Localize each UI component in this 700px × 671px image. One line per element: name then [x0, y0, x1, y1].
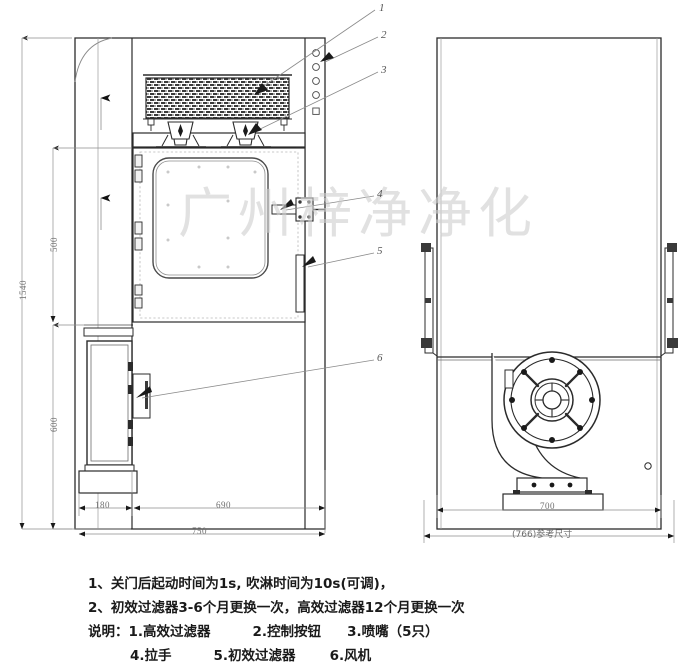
- callout-6: 6: [377, 352, 383, 364]
- dimension-side-depth: 700: [540, 501, 555, 511]
- callout-1: 1: [379, 2, 385, 14]
- legend-num-5: 5.: [213, 648, 229, 664]
- control-switch[interactable]: [312, 107, 320, 115]
- door-window: [152, 157, 269, 279]
- callout-3: 3: [381, 64, 387, 76]
- notes-block: 1、关门后起动时间为1s, 吹淋时间为10s(可调)， 2、初效过滤器3-6个月…: [0, 560, 700, 671]
- dimension-chamber-width: 690: [216, 500, 231, 510]
- legend-text-1: 高效过滤器: [143, 624, 211, 640]
- plenum-top: [132, 132, 306, 148]
- dimension-overall-height: 1540: [18, 280, 28, 300]
- front-elevation-view: [74, 37, 326, 530]
- legend-text-6: 风机: [344, 648, 372, 664]
- legend-text-4: 拉手: [144, 648, 172, 664]
- legend-text-5: 初效过滤器: [228, 648, 296, 664]
- legend-num-3: 3.: [347, 624, 362, 640]
- hepa-filter: [143, 74, 292, 131]
- control-button[interactable]: [312, 63, 320, 71]
- technical-drawing-svg: [19, 9, 678, 543]
- callout-2: 2: [381, 29, 387, 41]
- legend-row-1: 说明：1.高效过滤器 2.控制按钮 3.喷嘴（5只）: [88, 620, 439, 640]
- callout-4: 4: [377, 188, 383, 200]
- callout-5: 5: [377, 245, 383, 257]
- side-door-hinges: [421, 243, 678, 348]
- dimension-lines: [19, 35, 675, 543]
- filter-clips: [128, 362, 133, 446]
- note-line-2: 2、初效过滤器3-6个月更换一次，高效过滤器12个月更换一次: [88, 600, 465, 616]
- pre-filter-section: [78, 324, 151, 494]
- legend-text-2: 控制按钮: [267, 624, 322, 640]
- drawing-area: [19, 9, 678, 543]
- window-fasteners: [166, 165, 257, 269]
- legend-row-2: 4.拉手 5.初效过滤器 6.风机: [130, 644, 371, 664]
- nozzle: [221, 121, 271, 148]
- nozzle-group: [146, 121, 296, 149]
- legend-num-4: 4.: [130, 648, 145, 664]
- dimension-side-reference: (766)参考尺寸: [512, 530, 573, 540]
- control-panel[interactable]: [312, 49, 320, 115]
- dimension-upper-section: 500: [49, 237, 59, 252]
- nozzle: [156, 121, 206, 148]
- side-elevation-view: [421, 37, 678, 530]
- legend-num-1: 1.: [128, 624, 144, 640]
- centrifugal-fan: [491, 351, 652, 511]
- door-assembly[interactable]: [132, 147, 325, 323]
- door-hinges: [134, 154, 143, 309]
- control-button[interactable]: [312, 91, 320, 99]
- dimension-left-duct-width: 180: [95, 500, 110, 510]
- legend-num-6: 6.: [329, 648, 345, 664]
- side-doors[interactable]: [421, 243, 678, 357]
- legend-num-2: 2.: [252, 624, 268, 640]
- dimension-overall-width: 750: [192, 526, 207, 536]
- dimension-lower-section: 600: [49, 417, 59, 432]
- fan-bolts: [509, 357, 595, 443]
- legend-prefix: 说明：: [88, 624, 129, 640]
- control-button[interactable]: [312, 77, 320, 85]
- legend-text-3: 喷嘴（5只）: [361, 624, 439, 640]
- side-cabinet-outline: [436, 37, 662, 530]
- note-line-1: 1、关门后起动时间为1s, 吹淋时间为10s(可调)，: [88, 576, 394, 592]
- callout-leaders: [136, 9, 379, 399]
